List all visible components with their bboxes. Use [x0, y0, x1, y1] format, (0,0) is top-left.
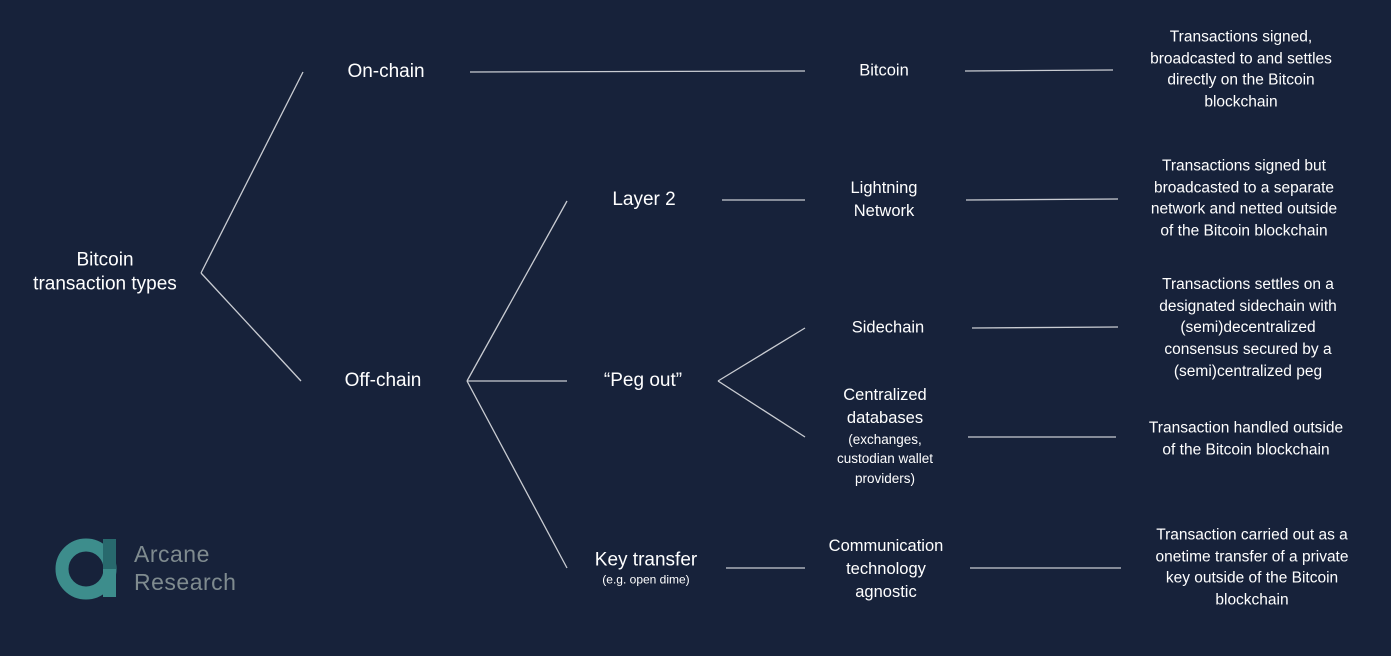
lightning-desc-line-1: Transactions signed but: [1161, 157, 1326, 175]
sidechain-node: Sidechain: [851, 318, 925, 337]
communication-node: Communication technology agnostic: [829, 535, 944, 603]
connector-offchain-keytransfer: [466, 380, 568, 569]
sidechain-description: Transactions settles on a designated sid…: [1159, 274, 1337, 382]
offchain-node: Off-chain: [344, 369, 422, 391]
communication-desc-line-4: blockchain: [1215, 591, 1289, 609]
communication-description: Transaction carried out as a onetime tra…: [1156, 525, 1349, 612]
centralized-line-1: Centralized: [843, 385, 927, 404]
centralized-desc-line-1: Transaction handled outside: [1148, 419, 1344, 437]
logo-line-2: Research: [134, 569, 237, 595]
centralized-node: Centralized databases (exchanges, custod…: [837, 384, 933, 488]
sidechain-desc-line-1: Transactions settles on a: [1162, 275, 1334, 293]
keytransfer-label: Key transfer: [594, 549, 698, 571]
centralized-desc-line-2: of the Bitcoin blockchain: [1162, 441, 1330, 458]
connector-root-onchain: [200, 71, 304, 274]
lightning-desc-line-3: network and netted outside: [1150, 201, 1338, 218]
keytransfer-node: Key transfer (e.g. open dime): [595, 549, 697, 588]
logo-wordmark: Arcane Research: [134, 540, 236, 596]
keytransfer-note: (e.g. open dime): [602, 572, 690, 587]
connector-pegout-centralized: [717, 380, 806, 438]
sidechain-desc-line-2: designated sidechain with: [1159, 297, 1337, 315]
bitcoin-desc-line-3: directly on the Bitcoin: [1167, 72, 1315, 89]
root-line-1: Bitcoin: [76, 249, 134, 271]
connector-pegout-sidechain: [717, 327, 806, 382]
arcane-research-logo-icon: [55, 538, 117, 600]
bitcoin-description: Transactions signed, broadcasted to and …: [1150, 27, 1332, 114]
logo-line-1: Arcane: [134, 541, 210, 567]
lightning-desc-line-4: of the Bitcoin blockchain: [1160, 222, 1328, 240]
centralized-description: Transaction handled outside of the Bitco…: [1149, 417, 1343, 460]
lightning-description: Transactions signed but broadcasted to a…: [1151, 156, 1337, 243]
connector-bitcoin-desc: [964, 69, 1114, 72]
communication-line-3: agnostic: [855, 582, 917, 601]
root-node: Bitcoin transaction types: [33, 249, 177, 298]
layer2-node: Layer 2: [612, 188, 676, 210]
communication-desc-line-3: key outside of the Bitcoin: [1165, 570, 1339, 587]
sidechain-desc-line-3: (semi)decentralized: [1180, 319, 1316, 337]
communication-line-2: technology: [846, 559, 926, 578]
bitcoin-node: Bitcoin: [859, 61, 909, 80]
centralized-note-1: (exchanges,: [848, 431, 922, 447]
root-line-2: transaction types: [33, 274, 177, 295]
communication-line-1: Communication: [828, 536, 944, 555]
lightning-line-2: Network: [853, 202, 915, 220]
pegout-node: “Peg out”: [603, 369, 683, 391]
connector-offchain-layer2: [466, 200, 568, 382]
sidechain-desc-line-5: (semi)centralized peg: [1173, 362, 1323, 380]
connector-lightning-desc: [965, 198, 1119, 201]
onchain-node: On-chain: [347, 60, 425, 82]
communication-desc-line-1: Transaction carried out as a: [1156, 526, 1348, 544]
communication-desc-line-2: onetime transfer of a private: [1155, 548, 1349, 566]
sidechain-desc-line-4: consensus secured by a: [1164, 340, 1332, 358]
centralized-note-2: custodian wallet: [836, 450, 934, 466]
lightning-desc-line-2: broadcasted to a separate: [1153, 179, 1335, 197]
bitcoin-desc-line-4: blockchain: [1204, 93, 1278, 111]
connector-root-offchain: [200, 272, 302, 382]
bitcoin-desc-line-1: Transactions signed,: [1169, 28, 1313, 46]
centralized-line-2: databases: [846, 408, 924, 427]
lightning-line-1: Lightning: [850, 179, 918, 198]
bitcoin-desc-line-2: broadcasted to and settles: [1150, 50, 1332, 68]
centralized-note-3: providers): [854, 470, 916, 486]
connector-sidechain-desc: [971, 326, 1119, 329]
connector-onchain-bitcoin: [469, 70, 806, 73]
lightning-node: Lightning Network: [851, 177, 918, 223]
